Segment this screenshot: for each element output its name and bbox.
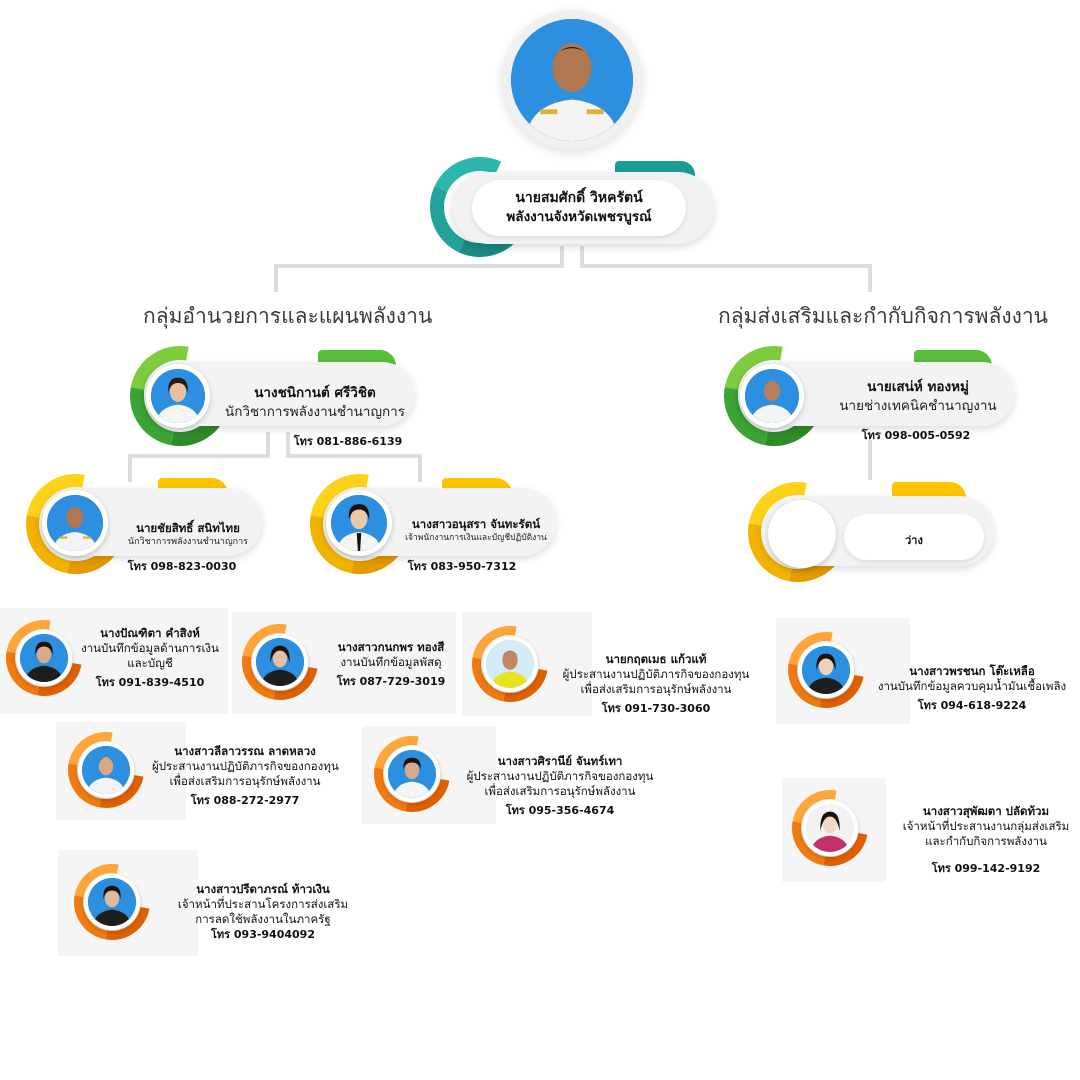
staff-line-7a: เจ้าหน้าที่ประสานงานกลุ่มส่งเสริม xyxy=(902,819,1070,833)
person-photo-icon xyxy=(20,634,68,682)
staff-phone-5: โทร 088-272-2977 xyxy=(190,794,300,807)
staff-phone-7: โทร 099-142-9192 xyxy=(931,862,1041,875)
staff-photo-7 xyxy=(806,804,854,852)
left-sub-name-2: นางสาวอนุสรา จันทะรัตน์ xyxy=(411,517,541,531)
staff-line-4a: งานบันทึกข้อมูลควบคุมน้ำมันเชื้อเพลิง xyxy=(877,679,1067,693)
staff-phone-3: โทร 091-730-3060 xyxy=(601,702,711,715)
staff-card-3: นายกฤตเมธ แก้วแท้ ผู้ประสานงานปฏิบัติภาร… xyxy=(457,611,752,718)
person-photo-icon xyxy=(388,750,436,798)
left-head-name: นางชนิกานต์ ศรีวิชิต xyxy=(254,385,376,401)
chief-photo-frame xyxy=(502,10,642,150)
staff-name-2: นางสาวกนกพร ทองสี xyxy=(337,640,445,654)
right-head-card: นายเสน่ห์ ทองหมู่ นายช่างเทคนิคชำนาญงาน … xyxy=(704,326,1024,466)
staff-line-2a: งานบันทึกข้อมูลพัสดุ xyxy=(340,655,442,669)
staff-card-6: นางสาวศิรานีย์ จันทร์เทา ผู้ประสานงานปฏิ… xyxy=(359,721,662,827)
staff-name-4: นางสาวพรชนก โต๊ะเหลือ xyxy=(909,664,1035,678)
group-title-right: กลุ่มส่งเสริมและกำกับกิจการพลังงาน xyxy=(718,304,1049,328)
vacant-label-pill xyxy=(844,514,984,560)
staff-name-6: นางสาวศิรานีย์ จันทร์เทา xyxy=(497,754,623,768)
person-photo-icon xyxy=(82,746,130,794)
person-photo-icon xyxy=(511,19,633,141)
right-head-photo xyxy=(745,369,799,423)
staff-line-8a: เจ้าหน้าที่ประสานโครงการส่งเสริม xyxy=(177,897,349,911)
left-sub-position-1: นักวิชาการพลังงานชำนาญการ xyxy=(128,537,248,547)
right-sub-card: ว่าง xyxy=(728,462,996,602)
staff-phone-4: โทร 094-618-9224 xyxy=(917,699,1027,712)
staff-line-6a: ผู้ประสานงานปฏิบัติภารกิจของกองทุน xyxy=(466,769,654,783)
staff-phone-8: โทร 093-9404092 xyxy=(210,928,315,941)
staff-line-7b: และกำกับกิจการพลังงาน xyxy=(925,834,1047,848)
person-photo-icon xyxy=(486,640,534,688)
left-head-card: นางชนิกานต์ ศรีวิชิต นักวิชาการพลังงานชำ… xyxy=(110,326,420,466)
staff-name-1: นางปัณฑิตา คำสิงห์ xyxy=(100,626,200,640)
person-photo-icon xyxy=(47,495,103,551)
person-photo-icon xyxy=(256,638,304,686)
chief-name: นายสมศักดิ์ วิหครัตน์ xyxy=(515,190,643,206)
staff-line-3b: เพื่อส่งเสริมการอนุรักษ์พลังงาน xyxy=(580,682,732,696)
staff-card-1: นางปัณฑิตา คำสิงห์ งานบันทึกข้อมูลด้านกา… xyxy=(0,605,230,716)
staff-line-5a: ผู้ประสานงานปฏิบัติภารกิจของกองทุน xyxy=(152,759,339,773)
staff-phone-6: โทร 095-356-4674 xyxy=(505,804,615,817)
left-sub-photo-1 xyxy=(47,495,103,551)
staff-photo-5 xyxy=(82,746,130,794)
staff-photo-8 xyxy=(88,878,136,926)
staff-phone-1: โทร 091-839-4510 xyxy=(95,676,205,689)
staff-line-1b: และบัญชี xyxy=(127,656,173,670)
staff-line-8b: การลดใช้พลังงานในภาครัฐ xyxy=(195,912,331,926)
left-sub-photo-2 xyxy=(331,495,387,551)
staff-line-3a: ผู้ประสานงานปฏิบัติภารกิจของกองทุน xyxy=(562,667,750,681)
chief-position: พลังงานจังหวัดเพชรบูรณ์ xyxy=(506,209,652,225)
person-photo-icon xyxy=(806,804,854,852)
staff-card-8: นางสาวปรีดาภรณ์ ท้าวเงิน เจ้าหน้าที่ประส… xyxy=(58,849,358,958)
staff-photo-1 xyxy=(20,634,68,682)
staff-photo-4 xyxy=(802,646,850,694)
staff-card-7: นางสาวสุพัฒตา ปลัดท้วม เจ้าหน้าที่ประสาน… xyxy=(777,775,1078,884)
left-sub-name-1: นายชัยสิทธิ์ สนิทไทย xyxy=(136,521,240,535)
staff-card-5: นางสาวลีลาวรรณ ลาดหลวง ผู้ประสานงานปฏิบั… xyxy=(53,717,346,823)
person-photo-icon xyxy=(745,369,799,423)
staff-card-4: นางสาวพรชนก โต๊ะเหลือ งานบันทึกข้อมูลควบ… xyxy=(773,617,1076,726)
vacant-label: ว่าง xyxy=(905,534,923,547)
right-head-phone: โทร 098-005-0592 xyxy=(861,429,971,442)
staff-line-6b: เพื่อส่งเสริมการอนุรักษ์พลังงาน xyxy=(484,784,636,798)
left-sub-position-2: เจ้าพนักงานการเงินและบัญชีปฏิบัติงาน xyxy=(405,533,547,543)
left-sub-card-1: นายชัยสิทธิ์ สนิทไทย นักวิชาการพลังงานชำ… xyxy=(6,454,266,594)
right-head-position: นายช่างเทคนิคชำนาญงาน xyxy=(839,398,997,414)
left-sub-card-2: นางสาวอนุสรา จันทะรัตน์ เจ้าพนักงานการเง… xyxy=(290,454,560,594)
staff-photo-2 xyxy=(256,638,304,686)
person-photo-icon xyxy=(802,646,850,694)
staff-phone-2: โทร 087-729-3019 xyxy=(336,675,446,688)
chief-card: นายสมศักดิ์ วิหครัตน์ พลังงานจังหวัดเพชร… xyxy=(472,180,686,236)
left-head-photo xyxy=(151,369,205,423)
staff-name-7: นางสาวสุพัฒตา ปลัดท้วม xyxy=(922,804,1050,818)
staff-card-2: นางสาวกนกพร ทองสี งานบันทึกข้อมูลพัสดุ โ… xyxy=(227,609,458,716)
staff-photo-6 xyxy=(388,750,436,798)
person-photo-icon xyxy=(88,878,136,926)
staff-name-3: นายกฤตเมธ แก้วแท้ xyxy=(605,652,707,666)
left-head-position: นักวิชาการพลังงานชำนาญการ xyxy=(225,404,405,420)
staff-photo-3 xyxy=(486,640,534,688)
person-photo-icon xyxy=(151,369,205,423)
right-head-name: นายเสน่ห์ ทองหมู่ xyxy=(867,379,969,395)
chief-photo xyxy=(511,19,633,141)
staff-line-1a: งานบันทึกข้อมูลด้านการเงิน xyxy=(81,641,219,655)
staff-line-5b: เพื่อส่งเสริมการอนุรักษ์พลังงาน xyxy=(169,774,321,788)
person-photo-icon xyxy=(331,495,387,551)
group-title-left: กลุ่มอำนวยการและแผนพลังงาน xyxy=(143,304,433,328)
staff-name-5: นางสาวลีลาวรรณ ลาดหลวง xyxy=(174,744,316,758)
left-sub-phone-1: โทร 098-823-0030 xyxy=(127,560,237,573)
left-sub-phone-2: โทร 083-950-7312 xyxy=(407,560,517,573)
left-head-phone: โทร 081-886-6139 xyxy=(293,435,403,448)
staff-name-8: นางสาวปรีดาภรณ์ ท้าวเงิน xyxy=(196,882,330,896)
empty-photo-disc xyxy=(768,500,836,568)
